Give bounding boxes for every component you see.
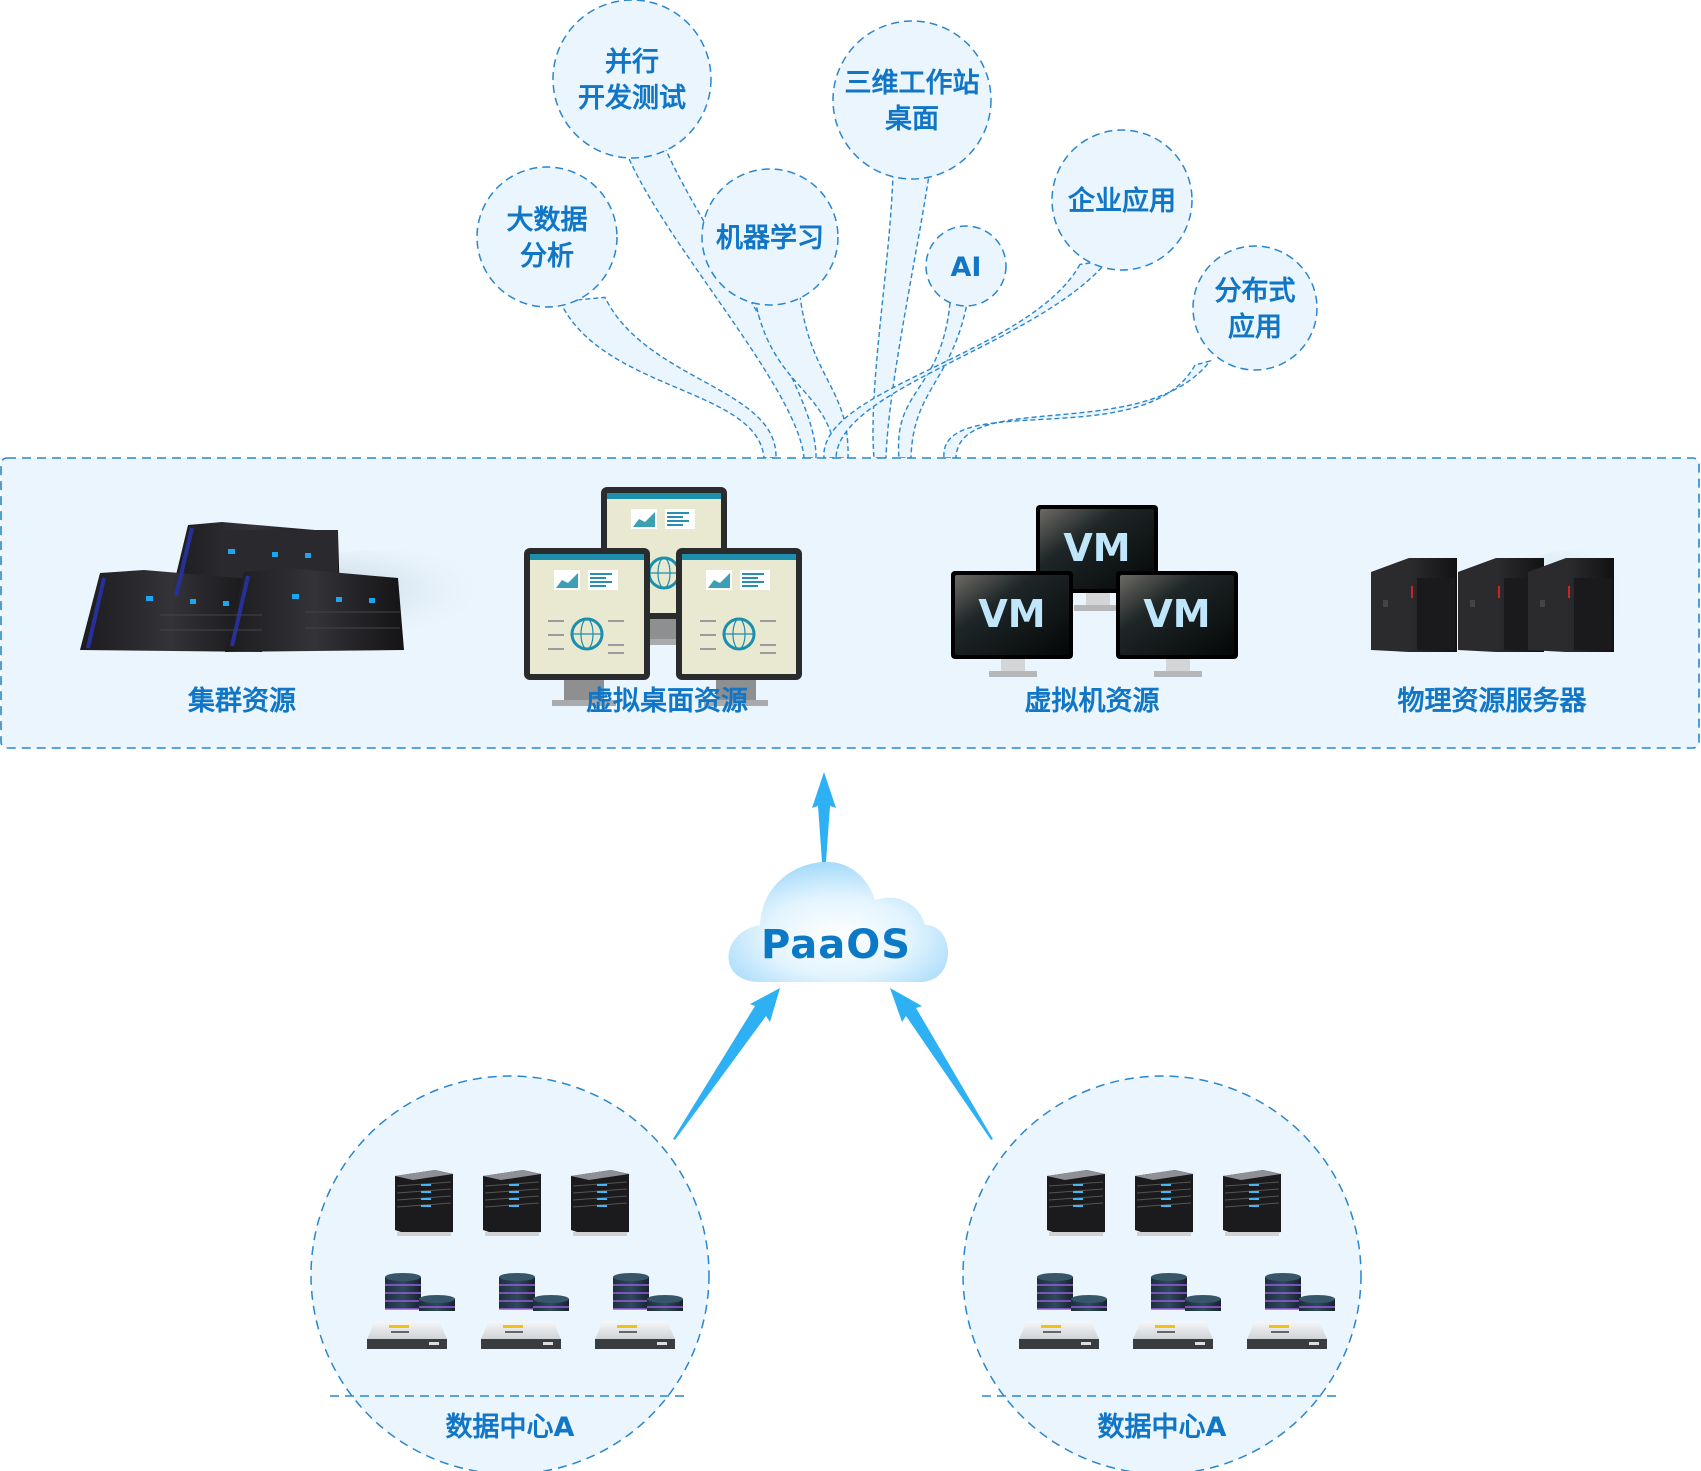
connector-stems (558, 146, 1212, 459)
resource-label-virtual-desktop: 虚拟桌面资源 (586, 686, 748, 717)
desktop-monitor-right (676, 548, 802, 706)
tower-servers-icon (1371, 550, 1630, 652)
database-icon (1265, 1273, 1335, 1311)
desktop-monitors-icon (524, 487, 802, 706)
tower-server-1 (1371, 558, 1457, 652)
arrow-left-dc-to-cloud (673, 988, 780, 1140)
platform-label: PaaOS (761, 922, 911, 968)
bubble-ai: AI (925, 225, 1007, 307)
bubble-label: 企业应用 (1068, 185, 1176, 217)
bubble-enterprise-apps: 企业应用 (1051, 129, 1193, 271)
vm-monitor-top: VM (1036, 505, 1158, 611)
datacenter-left (310, 1075, 710, 1471)
resource-label-physical-server: 物理资源服务器 (1398, 686, 1588, 717)
hard-drive-icon (1019, 1321, 1099, 1349)
bubble-circle (476, 166, 618, 308)
vm-monitor-right: VM (1116, 571, 1238, 677)
arrow-up-to-resources (812, 772, 836, 862)
server-cluster-icon (80, 522, 490, 652)
vm-monitor-left: VM (951, 571, 1073, 677)
bubble-circle (925, 225, 1007, 307)
rack-server-icon (395, 1170, 453, 1236)
rack-server-icon (483, 1170, 541, 1236)
bubble-label: 机器学习 (716, 222, 824, 254)
bubble-circle (1192, 245, 1318, 371)
hard-drive-icon (481, 1321, 561, 1349)
stem-enterprise-apps (823, 259, 1110, 459)
rack-server-icon (571, 1170, 629, 1236)
database-icon (1151, 1273, 1221, 1311)
database-icon (499, 1273, 569, 1311)
datacenter-right (962, 1075, 1362, 1471)
bubble-label: 分布式 (1215, 276, 1296, 307)
arrow-right-dc-to-cloud (890, 988, 993, 1140)
vm-screen-label: VM (1143, 592, 1210, 636)
flow-arrows (673, 772, 993, 1140)
database-icon (613, 1273, 683, 1311)
rack-server-icon (1047, 1170, 1105, 1236)
rack-server-icon (1135, 1170, 1193, 1236)
bubble-circle (832, 20, 992, 180)
cloud-icon (728, 861, 949, 982)
hard-drive-icon (367, 1321, 447, 1349)
rack-server-icon (1223, 1170, 1281, 1236)
datacenter-label-right: 数据中心A (1098, 1412, 1227, 1443)
bubble-label: 并行 (605, 46, 659, 78)
bubble-circle (552, 0, 712, 159)
bubble-label: AI (951, 252, 982, 283)
bubble-circle (1051, 129, 1193, 271)
bubble-label: 应用 (1228, 311, 1282, 343)
resource-panel-border (0, 457, 1700, 749)
hard-drive-icon (1247, 1321, 1327, 1349)
vm-monitors-icon: VM VM VM (951, 505, 1238, 677)
desktop-monitor-left (524, 548, 650, 706)
vm-screen-label: VM (978, 592, 1045, 636)
bubble-circle (701, 168, 839, 306)
bubble-label: 桌面 (885, 104, 939, 135)
vm-screen-label: VM (1063, 526, 1130, 570)
hard-drive-icon (1133, 1321, 1213, 1349)
database-icon (385, 1273, 455, 1311)
hard-drive-icon (595, 1321, 675, 1349)
stem-distributed-apps (943, 359, 1212, 459)
bubble-label: 三维工作站 (845, 68, 980, 99)
resource-label-virtual-machine: 虚拟机资源 (1025, 686, 1160, 717)
stem-3d-workstation-desktop (872, 167, 931, 459)
database-icon (1037, 1273, 1107, 1311)
bubble-label: 开发测试 (578, 82, 686, 114)
bubble-label: 大数据 (507, 205, 588, 236)
resource-panel: 集群资源 虚拟桌面资源 VM VM VM 虚拟机资源 物理资源服务器 (0, 457, 1700, 749)
bubble-label: 分析 (520, 241, 574, 272)
bubble-machine-learning: 机器学习 (701, 168, 839, 306)
resource-label-cluster: 集群资源 (187, 685, 296, 717)
tower-server-3 (1528, 558, 1614, 652)
datacenter-label-left: 数据中心A (446, 1412, 575, 1443)
